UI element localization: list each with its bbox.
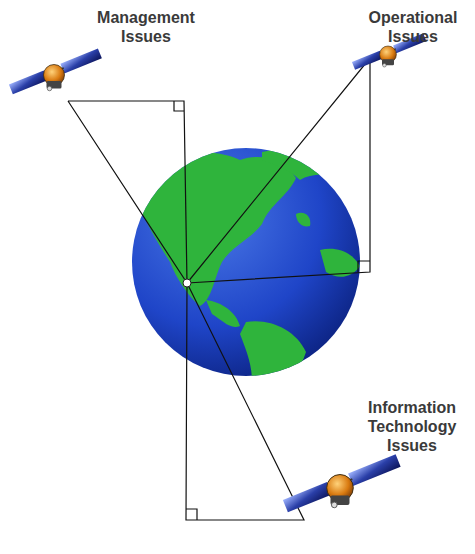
- earth: [132, 148, 360, 392]
- satellite: [283, 454, 401, 512]
- issue-label: Management Issues: [86, 8, 206, 46]
- issue-label: Operational Issues: [363, 8, 463, 46]
- issue-label: Information Technology Issues: [357, 398, 467, 455]
- satellite: [9, 49, 102, 95]
- origin-point: [183, 279, 191, 287]
- sight-lines: [68, 58, 370, 520]
